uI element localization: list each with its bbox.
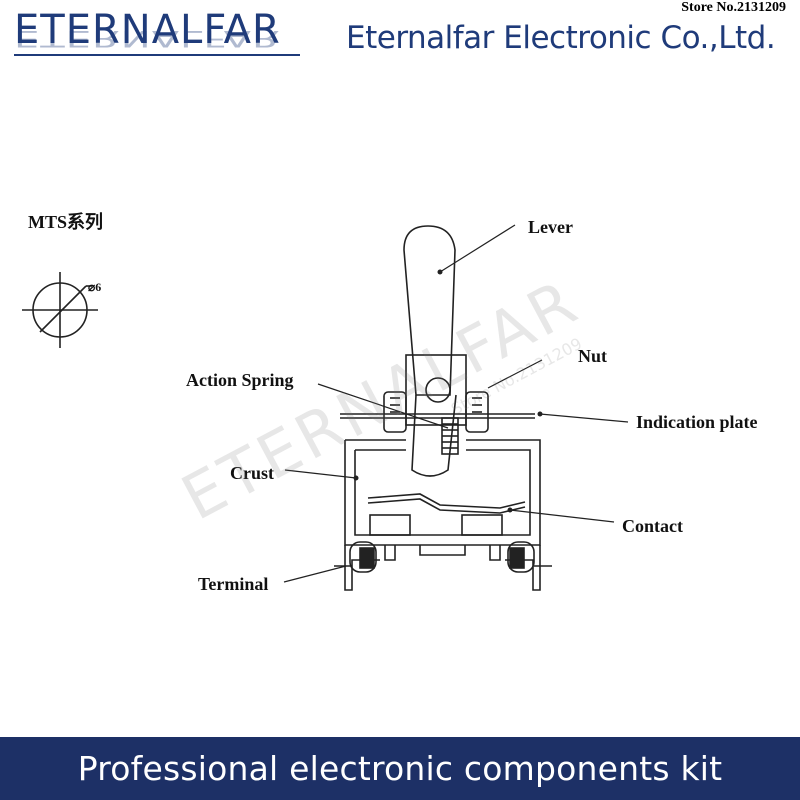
store-number: Store No.2131209 (681, 0, 786, 15)
footer-text: Professional electronic components kit (77, 749, 723, 788)
bushing-shape (383, 354, 489, 433)
header: ETERNALFAR ETERNALFAR Store No.2131209 E… (0, 0, 800, 90)
logo-underline (14, 54, 300, 56)
crust-shape (344, 439, 541, 546)
action-spring-shape (441, 417, 459, 455)
terminal-shape (334, 541, 552, 591)
contact-shape (367, 493, 526, 536)
lever-shape (403, 225, 457, 477)
label-contact: Contact (622, 516, 683, 536)
series-label: MTS系列 (28, 212, 103, 232)
footer-banner: Professional electronic components kit (0, 737, 800, 800)
brand-logo: ETERNALFAR (14, 7, 281, 53)
label-nut: Nut (578, 346, 607, 366)
label-lever: Lever (528, 217, 573, 237)
label-action-spring: Action Spring (186, 370, 294, 390)
leader-lines (283, 224, 629, 583)
label-indication-plate: Indication plate (636, 412, 758, 432)
company-name: Eternalfar Electronic Co.,Ltd. (346, 20, 776, 56)
label-terminal: Terminal (198, 574, 268, 594)
diameter-label: ⌀6 (88, 280, 101, 294)
label-crust: Crust (230, 463, 274, 483)
diameter-symbol (22, 272, 98, 348)
